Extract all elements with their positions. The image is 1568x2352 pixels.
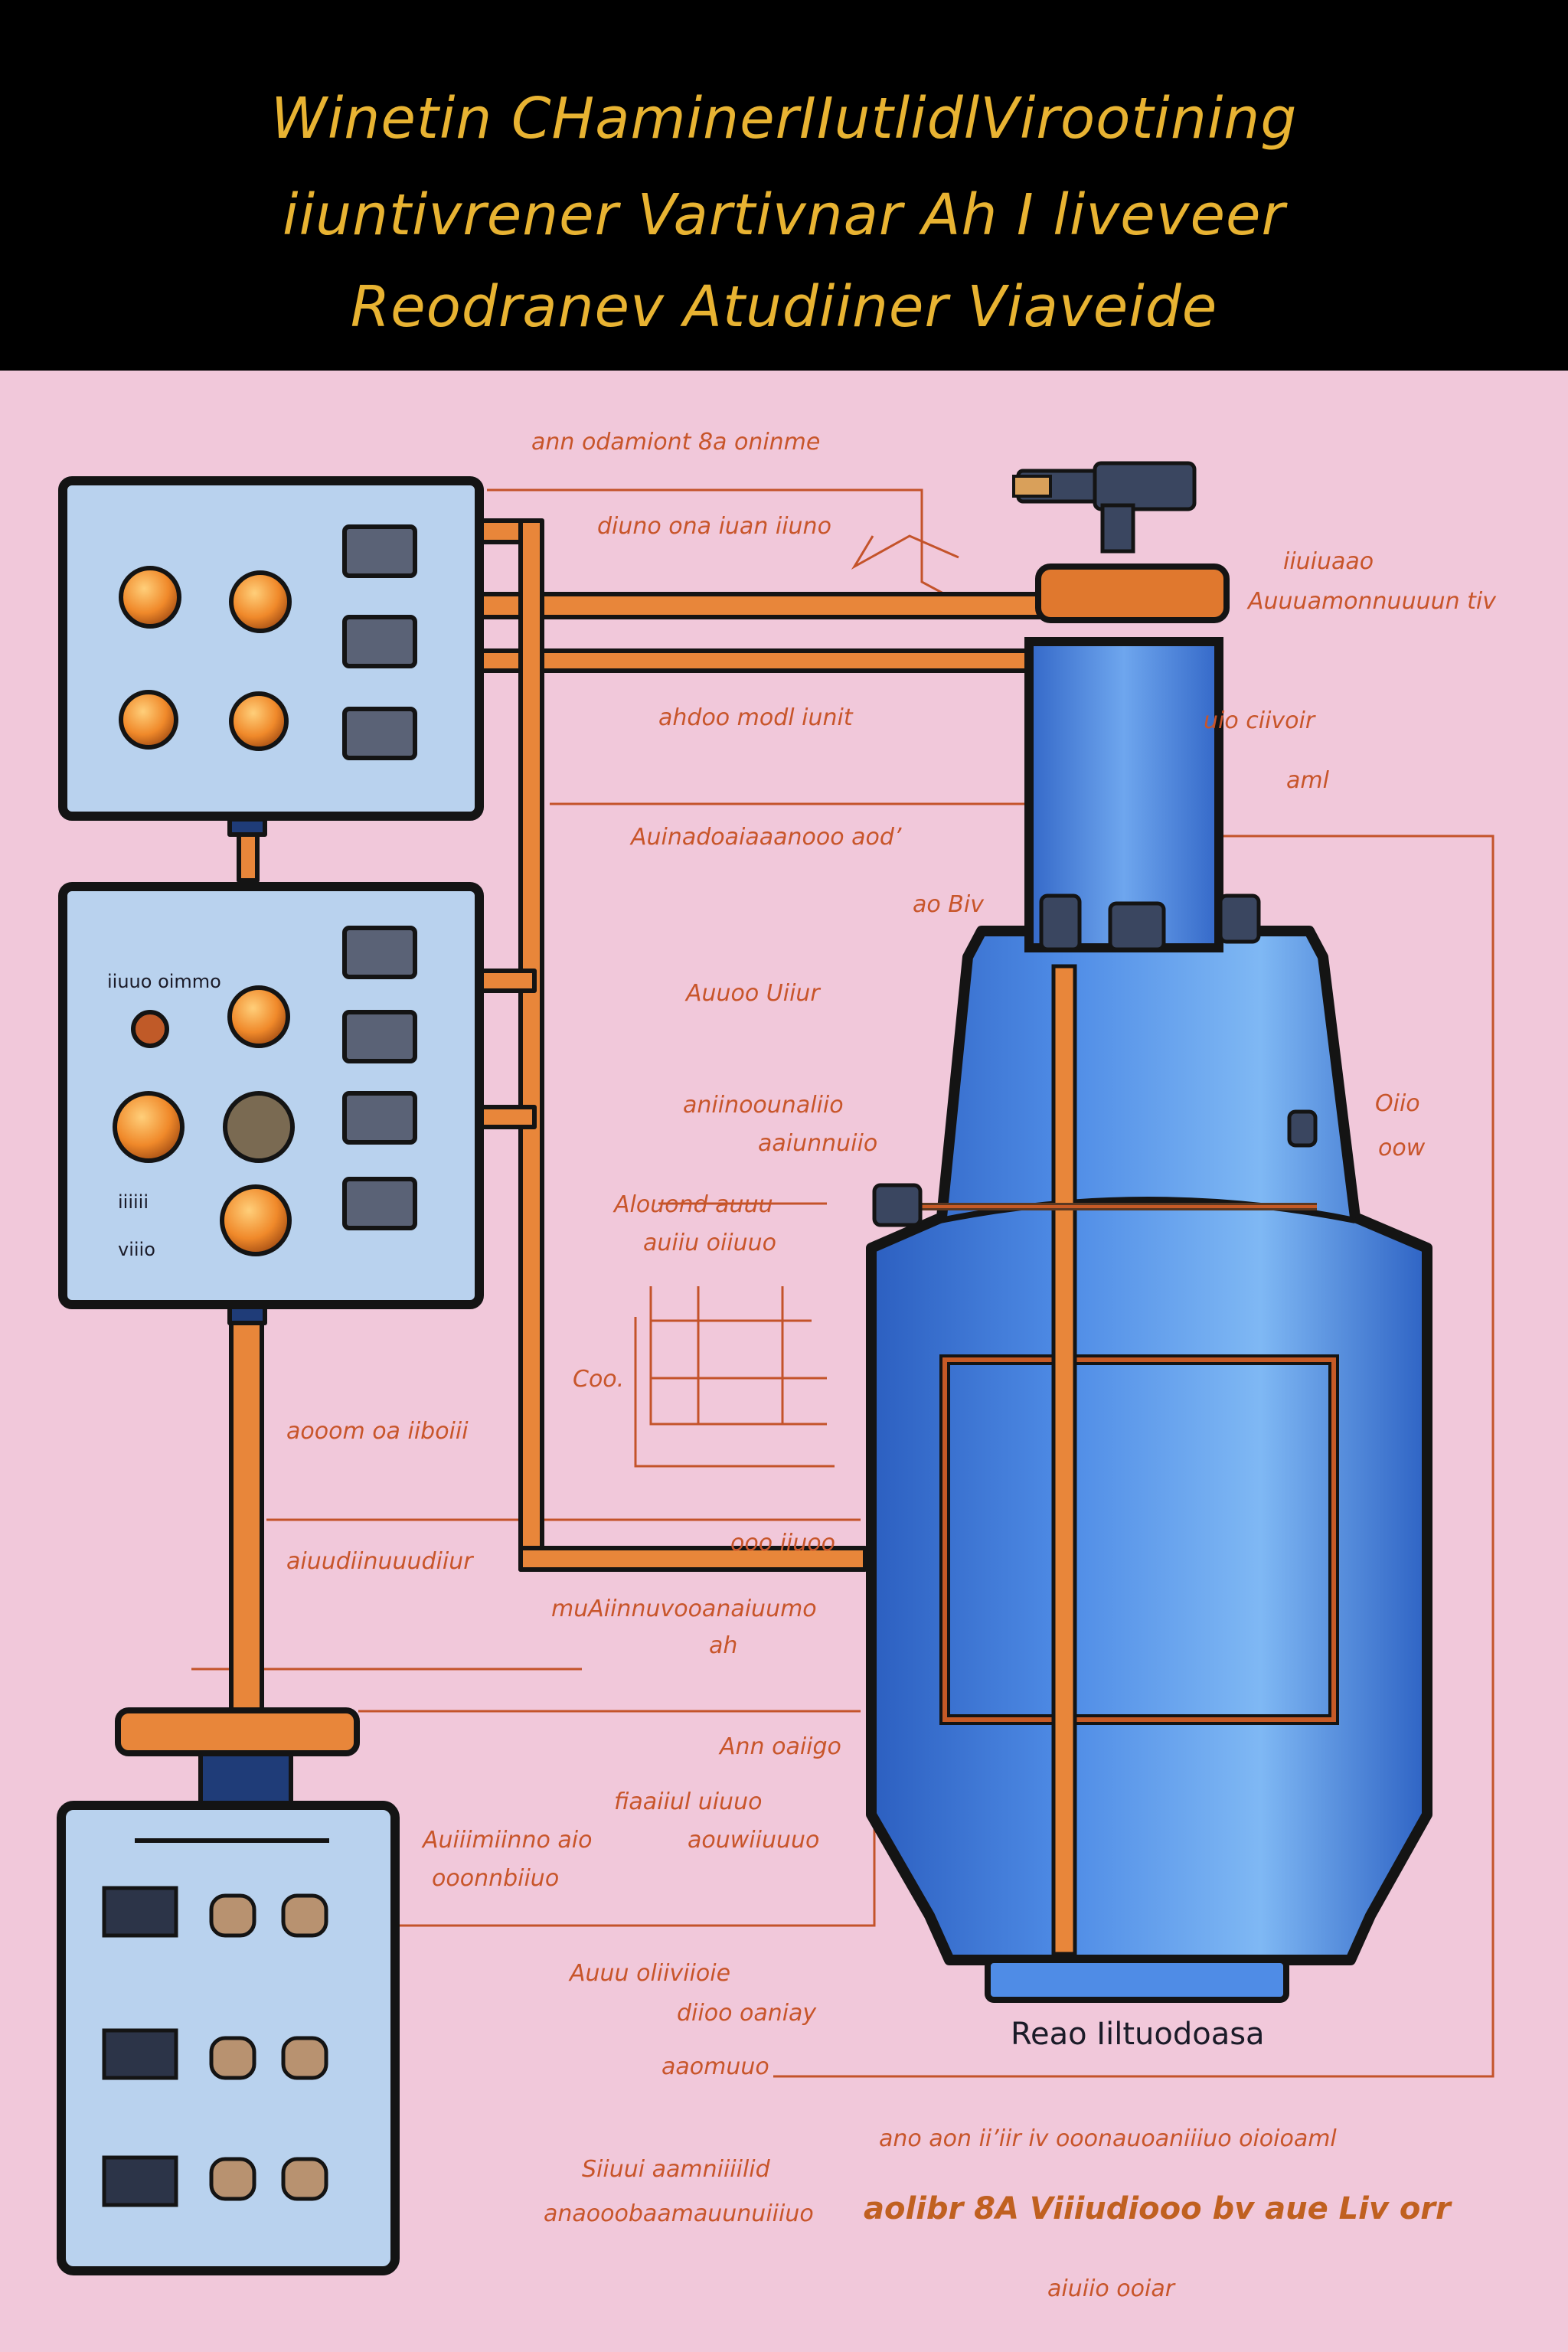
annotation-33: uio ciivoir (1204, 707, 1315, 734)
annotation-35: Oiio (1375, 1090, 1420, 1117)
annotation-5: ao Biv (913, 891, 984, 918)
annotation-3: ahdoo modl iunit (658, 704, 853, 731)
annotation-13: ooo iiuoo (730, 1530, 835, 1557)
annotation-20: aouwiiuuuo (688, 1827, 820, 1854)
annotation-29: aiuiio ooiar (1047, 2275, 1175, 2302)
control-panel-1 (58, 476, 484, 821)
annotation-15: muAiinnuvooanaiuumo (551, 1596, 817, 1622)
annotation-24: aaomuuo (662, 2053, 769, 2080)
title-banner: Winetin CHaminerIIutlidlVirootining iiun… (0, 0, 1568, 371)
annotation-10: auiiu oiiuuo (643, 1230, 777, 1256)
annotation-27: anaooobaamauunuiiiuo (544, 2200, 814, 2227)
annotation-7: aniinoounaliio (683, 1092, 844, 1119)
title-line-3: Reodranev Atudiiner Viaveide (350, 274, 1218, 340)
annotation-22: Auuu oliiviioie (570, 1960, 731, 1987)
annotation-16: ah (709, 1632, 738, 1659)
annotation-12: aooom oa iiboiii (286, 1418, 469, 1445)
annotation-21: ooonnbiiuo (432, 1865, 560, 1892)
annotation-34: aml (1286, 767, 1329, 794)
title-line-1: Winetin CHaminerIIutlidlVirootining (270, 86, 1298, 152)
annotation-9: Alouond auuu (614, 1191, 773, 1218)
title-line-2: iiuntivrener Vartivnar Ah I liveveer (283, 182, 1285, 248)
annotation-2: diuno ona iuan iiuno (597, 513, 831, 540)
annotation-1: ann odamiont 8a oninme (531, 429, 821, 456)
panel2-sub-label-1: iiiiii (118, 1191, 149, 1213)
control-panel-3 (57, 1707, 400, 2275)
annotation-23: diioo oaniay (677, 2000, 817, 2027)
annotation-31: iiuiuaao (1283, 548, 1374, 575)
annotation-6: Auuoo Uiiur (686, 980, 820, 1007)
annotation-28: aolibr 8A Viiiudiooo bv aue Liv orr (864, 2191, 1451, 2226)
annotation-17: Ann oaiigo (720, 1733, 841, 1760)
annotation-19: Auiiimiinno aio (423, 1827, 593, 1854)
annotation-26: Siiuui aamniiiilid (582, 2156, 770, 2183)
panel2-label: iiuuo oimmo (107, 971, 221, 992)
annotation-14: aiuudiinuuudiiur (286, 1548, 473, 1575)
annotation-36: oow (1378, 1135, 1426, 1161)
annotation-4: Auinadoaiaaanooo aod’ (631, 824, 902, 851)
tank-label: Reao Iiltuodoasa (1011, 2017, 1265, 2052)
reactor-tank (866, 461, 1432, 2003)
panel2-sub-label-2: viiio (118, 1239, 155, 1260)
control-panel-2 (58, 882, 484, 1309)
annotation-18: fiaaiiul uiuuo (614, 1788, 763, 1815)
annotation-25: ano aon ii’iir iv ooonauoaniiiuo oioioam… (879, 2125, 1337, 2152)
annotation-32: Auuuamonnuuuun tiv (1248, 588, 1497, 615)
annotation-8: aaiunnuiio (758, 1130, 878, 1157)
annotation-11: Coo. (573, 1366, 625, 1393)
